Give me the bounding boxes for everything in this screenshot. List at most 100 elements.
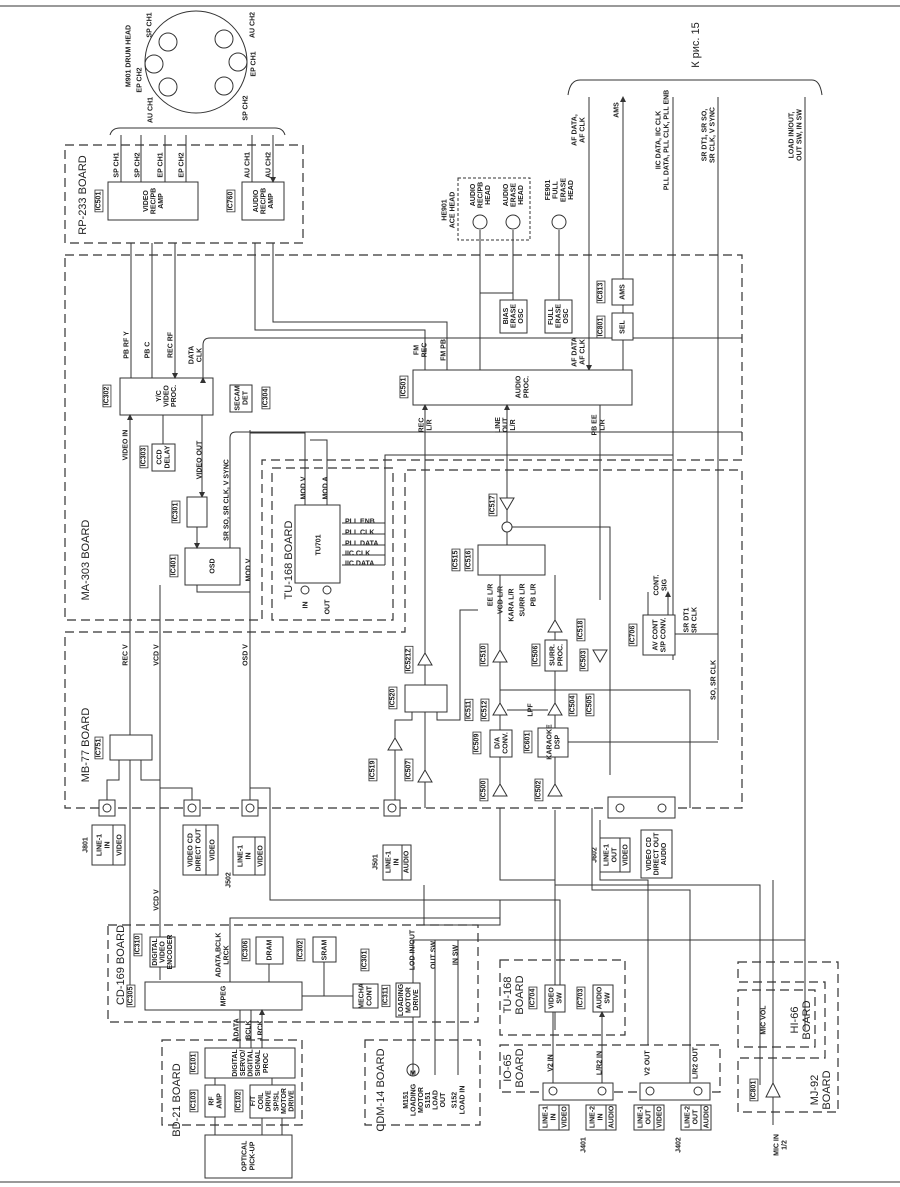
board-label: CD-169 BOARD [115,925,127,1005]
signal-label: KARA L/R [508,588,515,621]
digital-servo-signal-proc: DIGITALSERVO/DIGITALSIGNALPROC [232,1049,270,1077]
signal-label: EP CH2 [178,152,185,177]
signal-label: LINEOUTL/R [495,417,517,433]
ic-tag: IC501 [400,378,407,397]
ic-tag-frame [451,548,461,572]
signal-label: SR SO, SR CLK, V SYNC [223,459,230,541]
ic-tag-frame [531,643,541,667]
ic-tag: IC512 [481,701,488,720]
ic-tag-frame [596,280,606,304]
bus-load-label: LOAD IN/OUT,OUT SW, IN SW [789,109,804,161]
board-label: MA-303 BOARD [80,520,92,601]
ic-tag: IC303 [140,448,147,467]
ic-tag: IC801 [750,1081,757,1100]
ic-tag: IC306 [242,941,249,960]
video-rec-pb-amp: VIDEOREC/PBAMP [143,188,165,214]
jack-label: AUDIO [608,1105,615,1128]
ic-tag-frame [102,384,112,408]
ic-tag: IC521Z [405,648,412,672]
jack-ref: J401 [580,1137,587,1153]
signal-label: VCD L/R [497,586,504,614]
ic-tag: IC509 [473,734,480,753]
switch-load-out: S151LOADOUT [425,1090,447,1110]
ic-tag-frame [171,500,181,524]
ic-tag: IC502 [535,781,542,800]
ic-tag: IC500 [480,781,487,800]
ic-tag-frame [126,984,136,1008]
ic-tag: IC504 [569,696,576,715]
bus-ams-label: AMS [613,102,620,118]
drum-sp-ch1: SP CH1 [146,12,153,37]
pll-signal: PLL DATA [345,540,378,547]
jack-label: LINE-1IN [238,845,253,867]
osd-block: OSD [209,558,216,573]
ic-tag-frame [472,731,482,755]
audio-rec-pb-amp: AUDIOREC/PBAMP [253,188,275,214]
ic-tag: IC302 [103,387,110,406]
jack-label: VIDEO [561,1106,568,1128]
tu701-block: TU701 [315,534,322,555]
ic-tag-frame [404,758,414,782]
he901-label: HE901ACE HEAD [442,192,457,229]
rp233-board: RP-233 BOARD VIDEOREC/PBAMP IC501 AUDIOR… [64,135,304,244]
jack-label: LINE-2OUT [685,1106,700,1128]
jack-label: VIDEO [116,834,123,856]
ic-tag: IC302 [297,941,304,960]
ic-tag-frame [381,984,391,1008]
pll-signal: IIC DATA [345,560,374,567]
ic-tag: IC102 [235,1092,242,1111]
jack-ref: J801 [82,837,89,853]
ic-tag-frame [94,189,104,213]
jack-ref: J402 [675,1137,682,1153]
ic-tag-frame [479,778,489,802]
ic-tag-frame [368,758,378,782]
jack-label: LINE-2IN [590,1106,605,1128]
ic-tag-frame [628,623,638,647]
ic-tag-frame [94,736,104,760]
jack-label: LINE-1OUT [638,1106,653,1128]
video-encoder: DIGITALVIDEOENCODER [152,934,174,969]
jack-label: VIDEO [656,1106,663,1128]
signal-label: LRCK [257,1020,264,1039]
signal-label: FMREC [414,343,429,358]
ic-tag-frame [479,643,489,667]
drum-sp-ch2: SP CH2 [242,95,249,120]
ic-tag-frame [388,686,398,710]
yc-video-proc: Y/CVIDEOPROC. [156,385,178,408]
jack-label: LINE-1OUT [604,844,619,866]
signal-label: V2 IN [547,1054,554,1072]
av-cont-sp-conv: AV CONTS/P CONV. [653,618,668,653]
drum-au-ch2: AU CH2 [249,12,256,38]
secam-det: SECAMDET [235,385,250,410]
ic-tag-frame [139,445,149,469]
ic-tag: IC101 [190,1054,197,1073]
ic-tag-frame [261,386,271,410]
mpeg-block: MPEG [220,985,227,1006]
signal-label: VCD V [153,644,160,666]
ic-tag: IC519 [369,761,376,780]
ams-block: AMS [619,284,626,300]
cdm14-board: CDM-14 BOARD M M151LOADINGMOTOR S151LOAD… [364,1039,481,1132]
ccd-delay: CCDDELAY [157,445,172,468]
da-conv: D/ACONV. [495,732,510,754]
jack-label: VIDEO CDDIRECT OUTAUDIO [646,832,668,876]
signal-label: REC RF [167,331,174,358]
bus-af-label: AF DATA,AF CLK [572,114,587,146]
ic-tag: IC601 [524,733,531,752]
jack-label: LINE-1IN [543,1106,558,1128]
signal-label: VIDEO IN [122,430,129,461]
ic-tag: IC520 [389,689,396,708]
ic-tag: IC506 [532,646,539,665]
jack-in: IN [302,602,309,609]
ic-tag-frame [480,698,490,722]
drum-au-ch1: AU CH1 [147,97,154,123]
board-label: BD-21 BOARD [171,1063,183,1136]
full-erase-osc: FULLERASEOSC [548,304,570,328]
jack-ref: J602 [591,847,598,863]
mic-in-jack: MIC IN1/2 [774,1134,789,1156]
signal-label: OUT SW [430,941,437,969]
ic-tag: IC510 [480,646,487,665]
bus-sr-label: SR DT1, SR SO,SR CLK, V SYNC [702,107,717,163]
jack-ref: J502 [225,872,232,888]
